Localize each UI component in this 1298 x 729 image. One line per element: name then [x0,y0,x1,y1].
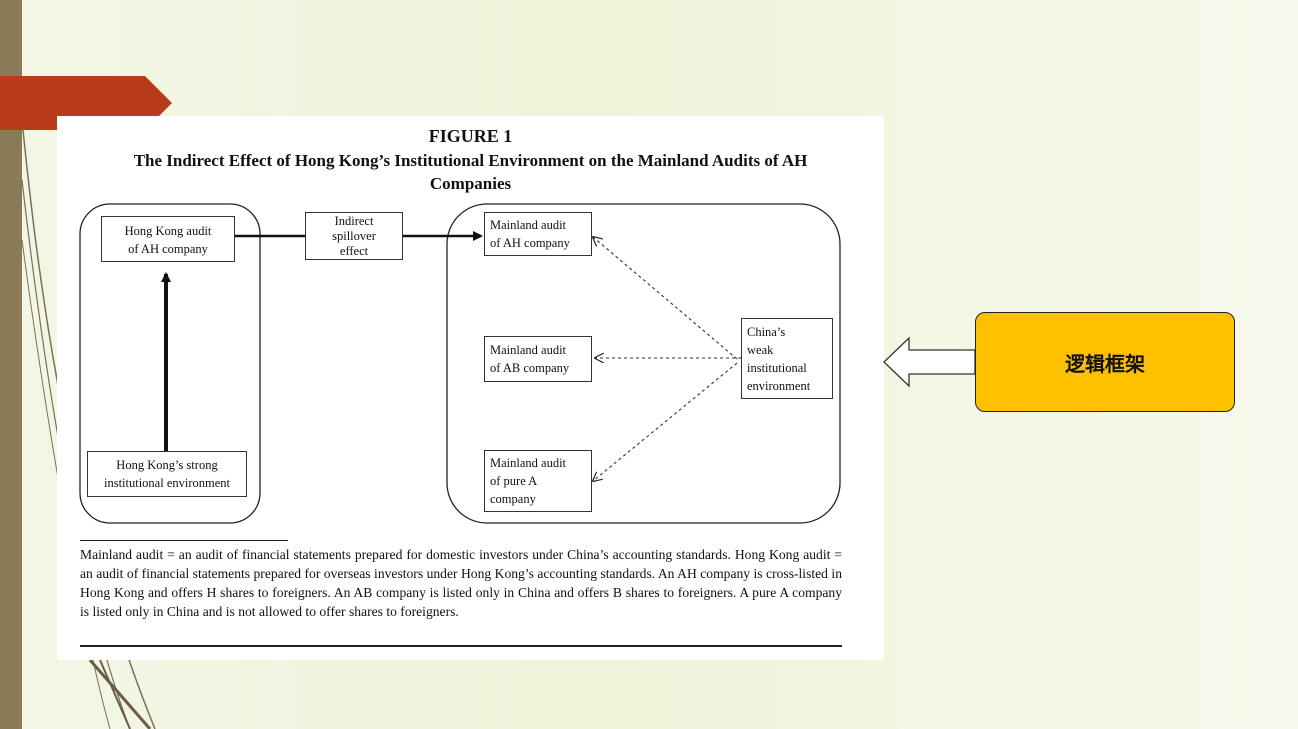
figure-image: FIGURE 1 The Indirect Effect of Hong Kon… [57,116,884,660]
node-text: of pure A [490,474,538,488]
figure-subtitle: The Indirect Effect of Hong Kong’s Insti… [75,149,866,195]
node-mainland-ab: Mainland audit of AB company [484,336,592,382]
node-text: Mainland audit [490,343,567,357]
mainland-group [446,203,841,524]
china-env-to-ml-pure-arrow [593,362,738,481]
figure-title: FIGURE 1 [428,126,513,146]
left-decorative-bar [0,0,22,729]
node-hong-kong-audit: Hong Kong audit of AH company [101,216,235,262]
node-text: effect [339,244,369,258]
node-text: China’s [747,325,786,339]
node-china-environment: China’s weak institutional environment [741,318,833,399]
left-arrow-outline-icon [883,336,976,388]
node-text: of AH company [128,242,208,256]
node-mainland-ah: Mainland audit of AH company [484,212,592,256]
hong-kong-group [79,203,261,524]
node-text: weak [747,343,774,357]
figure-subtitle-line2: Companies [429,174,512,193]
node-mainland-pure-a: Mainland audit of pure A company [484,450,592,512]
node-text: institutional environment [103,476,231,490]
node-text: spillover [332,229,376,243]
logic-framework-callout: 逻辑框架 [975,312,1235,412]
notes-separator [80,540,288,541]
node-hong-kong-environment: Hong Kong’s strong institutional environ… [87,451,247,497]
node-indirect-spillover: Indirect spillover effect [305,212,403,260]
node-text: Mainland audit [490,218,567,232]
callout-label: 逻辑框架 [1065,351,1145,376]
node-text: Indirect [334,214,374,228]
node-text: Mainland audit [490,456,567,470]
node-text: institutional [747,361,807,375]
node-text: of AH company [490,236,570,250]
figure-subtitle-line1: The Indirect Effect of Hong Kong’s Insti… [133,151,808,170]
diagram-connectors [79,203,841,524]
node-text: Hong Kong’s strong [116,458,218,472]
figure-bottom-rule [80,645,842,647]
china-env-to-ml-ah-arrow [593,237,738,360]
figure-notes: Mainland audit = an audit of financial s… [80,547,842,619]
node-text: of AB company [490,361,570,375]
node-text: company [490,492,536,506]
node-text: environment [747,379,811,393]
node-text: Hong Kong audit [124,224,212,238]
